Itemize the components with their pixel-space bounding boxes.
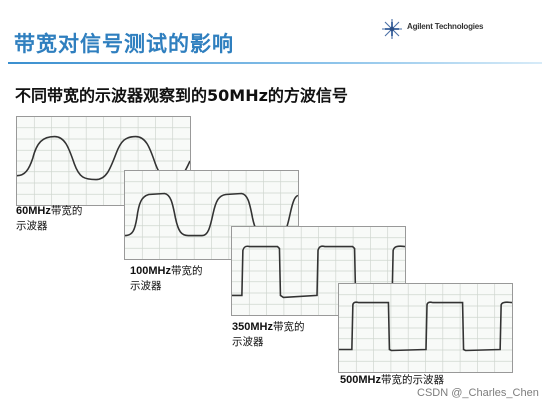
caption-text: 带宽的	[50, 205, 83, 217]
waveform-500mhz	[339, 284, 512, 372]
caption-350mhz: 350MHz带宽的 示波器	[232, 320, 304, 350]
brand-name: Agilent Technologies	[407, 22, 484, 31]
bandwidth-value: 60MHz	[16, 205, 51, 217]
caption-60mhz: 60MHz带宽的 示波器	[16, 204, 82, 234]
source-watermark: CSDN @_Charles_Chen	[417, 387, 539, 399]
title-divider	[8, 62, 542, 64]
caption-text: 带宽的	[272, 321, 305, 333]
bandwidth-value: 500MHz	[340, 374, 381, 386]
caption-line2: 示波器	[16, 220, 48, 232]
scope-screen-500mhz	[338, 283, 513, 373]
bandwidth-value: 350MHz	[232, 321, 273, 333]
bandwidth-value: 100MHz	[130, 265, 171, 277]
agilent-spark-icon	[382, 19, 402, 39]
slide-subtitle: 不同带宽的示波器观察到的50MHz的方波信号	[15, 86, 348, 105]
caption-text: 带宽的	[170, 265, 203, 277]
caption-text: 带宽的示波器	[380, 374, 444, 386]
caption-500mhz: 500MHz带宽的示波器	[340, 373, 444, 388]
agilent-logo: Agilent Technologies	[380, 17, 540, 41]
caption-line2: 示波器	[232, 336, 264, 348]
caption-line2: 示波器	[130, 280, 162, 292]
caption-100mhz: 100MHz带宽的 示波器	[130, 264, 202, 294]
slide-title: 带宽对信号测试的影响	[14, 32, 234, 56]
